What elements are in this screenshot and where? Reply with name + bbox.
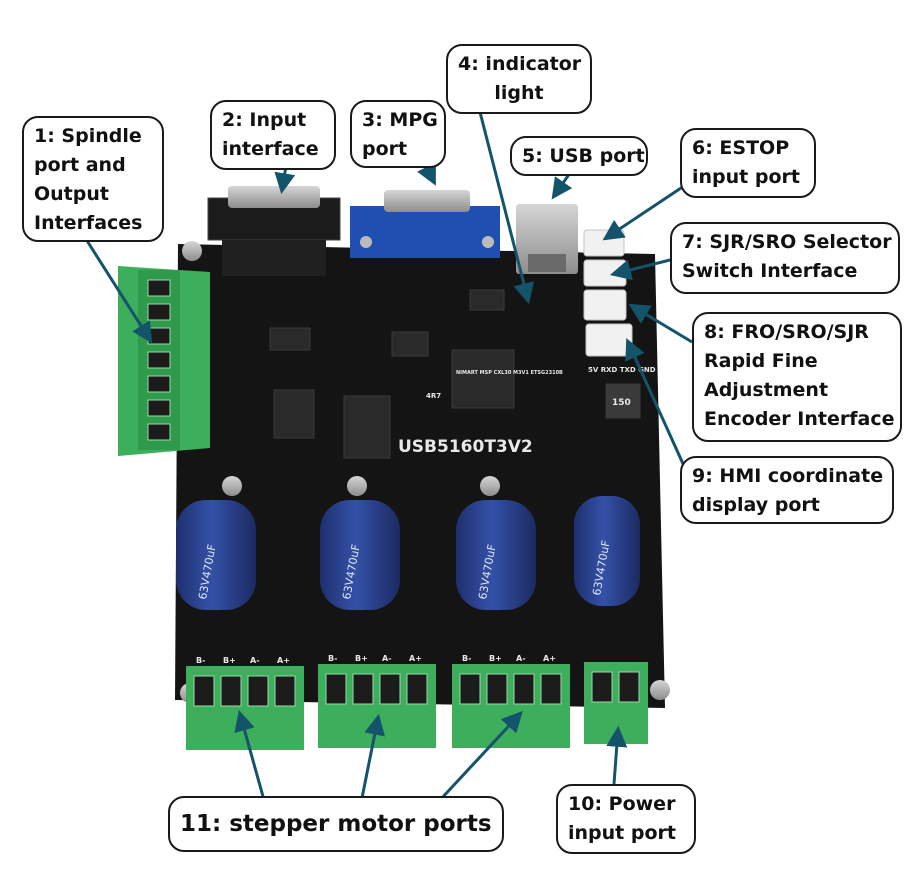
- callout-line: interface: [222, 138, 319, 160]
- capacitors: [176, 496, 640, 610]
- motor-pin-label: B+: [223, 656, 236, 665]
- main-mcu-label: NIMART MSP CXL30 M3V1 ETSG2310B: [456, 370, 563, 376]
- callout-indicator-light: 4: indicator light: [446, 44, 592, 114]
- callout-line: 7: SJR/SRO Selector: [682, 231, 892, 253]
- white-connectors: [583, 229, 633, 357]
- motor-pin-label: B-: [462, 654, 471, 663]
- terminal-screw: [247, 675, 269, 707]
- terminal-screw: [147, 351, 171, 369]
- inductor-label: 150: [612, 398, 631, 408]
- callout-line: 8: FRO/SRO/SJR: [704, 321, 869, 343]
- arrow-9: [625, 338, 686, 467]
- callout-power-port: 10: Power input port: [556, 784, 696, 854]
- hmi-pin-labels: 5V RXD TXD GND: [588, 366, 656, 374]
- callout-line: Rapid Fine: [704, 350, 818, 372]
- callout-line: Output: [34, 183, 109, 205]
- terminal-screws: [147, 279, 171, 441]
- terminal-screw: [193, 675, 215, 707]
- motor-pin-label: A-: [382, 654, 392, 663]
- terminal-screw: [220, 675, 242, 707]
- callout-line: Switch Interface: [682, 260, 858, 282]
- terminal-screw: [618, 671, 640, 703]
- callout-usb-port: 5: USB port: [510, 136, 648, 176]
- terminal-screw: [379, 673, 401, 705]
- bottom-terminal-screws: [193, 671, 640, 707]
- callout-line: Interfaces: [34, 212, 143, 234]
- motor-pin-label: A-: [516, 654, 526, 663]
- motor-pin-label: A+: [277, 656, 290, 665]
- callout-line: 5: USB port: [522, 145, 645, 167]
- callout-spindle-port: 1: Spindle port and Output Interfaces: [22, 116, 164, 242]
- callout-line: Adjustment: [704, 379, 829, 401]
- arrow-6: [602, 180, 691, 241]
- terminal-screw: [147, 375, 171, 393]
- arrow-4: [478, 111, 535, 305]
- callout-input-interface: 2: Input interface: [210, 100, 336, 170]
- mounting-screws: [180, 241, 670, 703]
- terminal-screw: [147, 399, 171, 417]
- terminal-screw: [274, 675, 296, 707]
- callout-hmi-display-port: 9: HMI coordinate display port: [680, 456, 894, 524]
- motor-pin-label: B+: [489, 654, 502, 663]
- arrow-1: [82, 235, 153, 344]
- board-model-silkscreen: USB5160T3V2: [398, 437, 533, 457]
- pcb-board: [175, 244, 665, 708]
- arrow-11a: [234, 709, 266, 801]
- motor-pin-labels: B- B+ A- A+ B- B+ A- A+ B- B+ A- A+: [196, 654, 556, 665]
- mpg-db15-connector: [350, 190, 500, 258]
- usb-port: [516, 204, 578, 274]
- ic-chips: [269, 289, 641, 459]
- callout-line: 10: Power: [568, 793, 676, 815]
- terminal-screw: [591, 671, 613, 703]
- arrow-7: [609, 256, 679, 281]
- callout-line: 3: MPG: [362, 109, 438, 131]
- input-db9-connector: [207, 186, 341, 276]
- callout-line: 1: Spindle: [34, 125, 142, 147]
- callout-line: display port: [692, 494, 820, 516]
- small-inductor-label: 4R7: [426, 392, 441, 400]
- terminal-screw: [486, 673, 508, 705]
- terminal-screw: [540, 673, 562, 705]
- callout-line: port: [362, 138, 408, 160]
- terminal-screw: [352, 673, 374, 705]
- callout-line: 4: indicator: [458, 53, 582, 75]
- motor-pin-label: B+: [355, 654, 368, 663]
- callout-encoder-interface: 8: FRO/SRO/SJR Rapid Fine Adjustment Enc…: [692, 312, 902, 442]
- callout-line: input port: [568, 822, 676, 844]
- callout-line: port and: [34, 154, 126, 176]
- arrow-2: [274, 165, 296, 195]
- callout-line: 9: HMI coordinate: [692, 465, 884, 487]
- arrow-8: [628, 303, 693, 344]
- callout-selector-switch: 7: SJR/SRO Selector Switch Interface: [670, 222, 900, 294]
- terminal-screw: [147, 303, 171, 321]
- terminal-screw: [325, 673, 347, 705]
- callout-stepper-motor-ports: 11: stepper motor ports: [168, 796, 504, 852]
- callout-estop-port: 6: ESTOP input port: [680, 128, 816, 198]
- arrow-10: [606, 725, 628, 785]
- stepper-terminal-blocks: [186, 664, 570, 750]
- motor-pin-label: B-: [196, 656, 205, 665]
- motor-pin-label: A+: [543, 654, 556, 663]
- terminal-screw: [147, 279, 171, 297]
- motor-pin-label: A-: [250, 656, 260, 665]
- motor-pin-label: A+: [409, 654, 422, 663]
- callout-line: 11: stepper motor ports: [180, 811, 492, 837]
- arrow-11c: [438, 710, 523, 802]
- callout-line: 2: Input: [222, 109, 307, 131]
- terminal-screw: [147, 327, 171, 345]
- arrow-11b: [360, 713, 386, 799]
- terminal-screw: [513, 673, 535, 705]
- callout-mpg-port: 3: MPG port: [350, 100, 446, 168]
- callout-line: input port: [692, 166, 800, 188]
- terminal-screw: [406, 673, 428, 705]
- terminal-screw: [459, 673, 481, 705]
- callout-line: 6: ESTOP: [692, 137, 790, 159]
- motor-pin-label: B-: [328, 654, 337, 663]
- callout-line: light: [494, 82, 544, 104]
- terminal-screw: [147, 423, 171, 441]
- callout-line: Encoder Interface: [704, 408, 895, 430]
